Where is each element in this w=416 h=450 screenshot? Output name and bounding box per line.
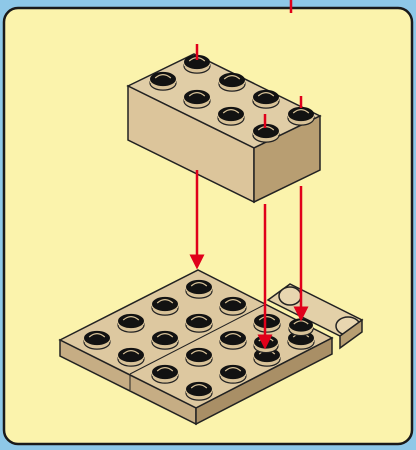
stud [218,107,244,125]
stud [253,90,279,108]
stud [186,382,212,400]
stud [84,331,110,349]
stud [220,331,246,349]
stud [152,331,178,349]
stud [219,73,245,91]
stud [186,280,212,298]
stud [220,365,246,383]
stud [184,90,210,108]
hinge-roller [279,287,301,305]
stud [288,107,314,125]
stud [118,314,144,332]
stud [289,318,313,335]
stud [118,348,144,366]
stud [186,348,212,366]
stud [220,297,246,315]
stud [152,365,178,383]
stud [186,314,212,332]
stud [150,72,176,90]
stud [152,297,178,315]
stud [254,314,280,332]
